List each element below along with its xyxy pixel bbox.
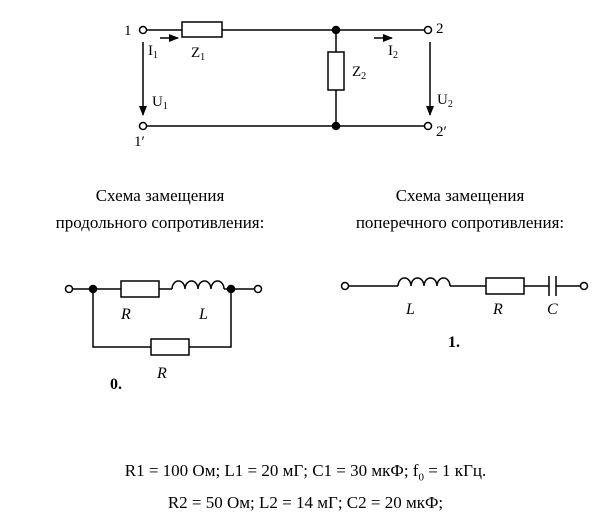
scheme1-terminal-left (340, 281, 350, 291)
scheme-1-labels: L R C (405, 301, 558, 318)
scheme-1-circuit (340, 276, 589, 296)
scheme0-junction-left (88, 284, 98, 294)
scheme-0-circuit (64, 280, 263, 356)
two-port-labels: 1 1′ 2 2′ I1 Z1 Z2 I2 U1 U2 (124, 21, 453, 150)
scheme0-r-top-label: R (120, 306, 131, 323)
scheme0-parallel-branch (92, 289, 151, 348)
node-1p-label: 1′ (134, 134, 145, 150)
z2-label: Z2 (352, 64, 366, 82)
parameters-line-1: R1 = 100 Ом; L1 = 20 мГ; C1 = 30 мкФ; f0… (0, 458, 611, 490)
scheme0-junction-right (226, 284, 236, 294)
terminal-1p (138, 121, 148, 131)
scheme1-resistor (485, 277, 525, 295)
terminal-2p (423, 121, 433, 131)
junction-bottom (331, 121, 341, 131)
scheme-0-labels: R L R (120, 306, 208, 382)
scheme0-l-label: L (198, 306, 208, 323)
parameters-line-2: R2 = 50 Ом; L2 = 14 мГ; C2 = 20 мкФ; (167, 493, 444, 513)
right-caption-line2: поперечного сопротивления: (355, 213, 565, 232)
right-caption-line1: Схема замещения (395, 186, 525, 205)
z1-label: Z1 (191, 45, 205, 63)
junction-top (331, 25, 341, 35)
scheme0-parallel-return (189, 289, 232, 348)
scheme0-resistor-bottom (150, 338, 190, 356)
scheme0-terminal-left (64, 284, 74, 294)
scheme1-l-label: L (405, 301, 415, 318)
scheme1-inductor (397, 277, 451, 287)
scheme1-terminal-right (579, 281, 589, 291)
right-caption: Схема замещения поперечного сопротивлени… (315, 182, 605, 236)
node-2-label: 2 (436, 21, 444, 37)
left-caption-line1: Схема замещения (95, 186, 225, 205)
i1-label: I1 (148, 43, 158, 61)
z2-resistor (327, 51, 345, 91)
two-port-circuit (138, 21, 434, 131)
left-caption: Схема замещения продольного сопротивлени… (10, 182, 310, 236)
u1-label: U1 (152, 94, 168, 112)
scheme0-resistor-top (120, 280, 160, 298)
scheme1-r-label: R (492, 301, 503, 318)
scheme0-r-bottom-label: R (156, 365, 167, 382)
scheme1-number: 1. (448, 334, 460, 351)
z1-resistor (181, 21, 223, 38)
u2-label: U2 (437, 92, 453, 110)
scheme0-terminal-right (253, 284, 263, 294)
scheme0-number: 0. (110, 376, 122, 393)
left-caption-line2: продольного сопротивления: (55, 213, 265, 232)
node-2p-label: 2′ (436, 124, 447, 140)
parameters-block: R1 = 100 Ом; L1 = 20 мГ; C1 = 30 мкФ; f0… (0, 458, 611, 516)
terminal-1 (138, 25, 148, 35)
terminal-2 (423, 25, 433, 35)
parameters-line-1-text: R1 = 100 Ом; L1 = 20 мГ; C1 = 30 мкФ; f (124, 461, 419, 480)
parameters-line-1-tail: = 1 кГц. (423, 461, 487, 480)
i2-label: I2 (388, 43, 398, 61)
node-1-label: 1 (124, 23, 132, 39)
scheme0-inductor (171, 280, 225, 290)
scheme1-c-label: C (547, 301, 558, 318)
parameters-f-subscript: 0 (418, 471, 424, 484)
